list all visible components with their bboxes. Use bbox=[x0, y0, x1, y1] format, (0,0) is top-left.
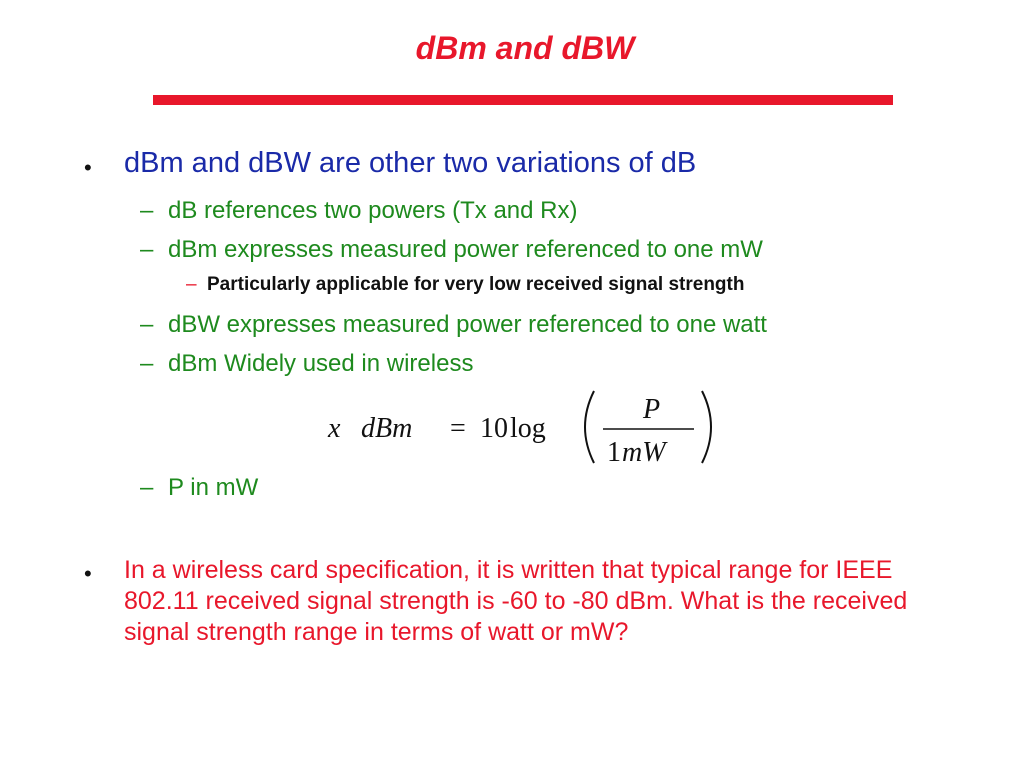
sub-bullet-db-references: dB references two powers (Tx and Rx) bbox=[168, 197, 578, 224]
formula-right-paren bbox=[701, 390, 712, 464]
formula-lhs-unit: dBm bbox=[361, 413, 412, 444]
dash-icon: – bbox=[140, 236, 154, 263]
formula-denominator-unit: mW bbox=[622, 437, 668, 468]
formula-log: log bbox=[510, 413, 546, 444]
slide-title: dBm and dBW bbox=[415, 30, 635, 66]
formula-left-paren bbox=[584, 390, 595, 464]
dash-icon: – bbox=[140, 197, 154, 224]
sub-bullet-dbm-expresses: dBm expresses measured power referenced … bbox=[168, 236, 763, 263]
formula-equals: = bbox=[450, 413, 466, 444]
dash-icon: – bbox=[140, 311, 154, 338]
sub-bullet-dbm-wireless: dBm Widely used in wireless bbox=[168, 350, 474, 377]
title-underline bbox=[153, 95, 893, 105]
subsub-bullet-particularly: Particularly applicable for very low rec… bbox=[207, 274, 745, 295]
bullet-icon: • bbox=[84, 561, 92, 586]
formula-coefficient: 10 bbox=[480, 413, 508, 444]
bullet-icon: • bbox=[84, 155, 92, 180]
formula-numerator: P bbox=[642, 394, 660, 425]
dash-icon: – bbox=[140, 350, 154, 377]
sub-bullet-dbw-expresses: dBW expresses measured power referenced … bbox=[168, 311, 767, 338]
question-text: In a wireless card specification, it is … bbox=[124, 556, 908, 646]
dash-icon: – bbox=[186, 274, 197, 295]
dbm-formula: x dBm = 10 log P 1 mW bbox=[327, 390, 712, 468]
formula-lhs-var: x bbox=[327, 413, 341, 444]
dash-icon: – bbox=[140, 474, 154, 501]
sub-bullet-p-in-mw: P in mW bbox=[168, 474, 259, 501]
formula-denominator-num: 1 bbox=[607, 437, 621, 468]
bullet-main: dBm and dBW are other two variations of … bbox=[124, 147, 697, 179]
